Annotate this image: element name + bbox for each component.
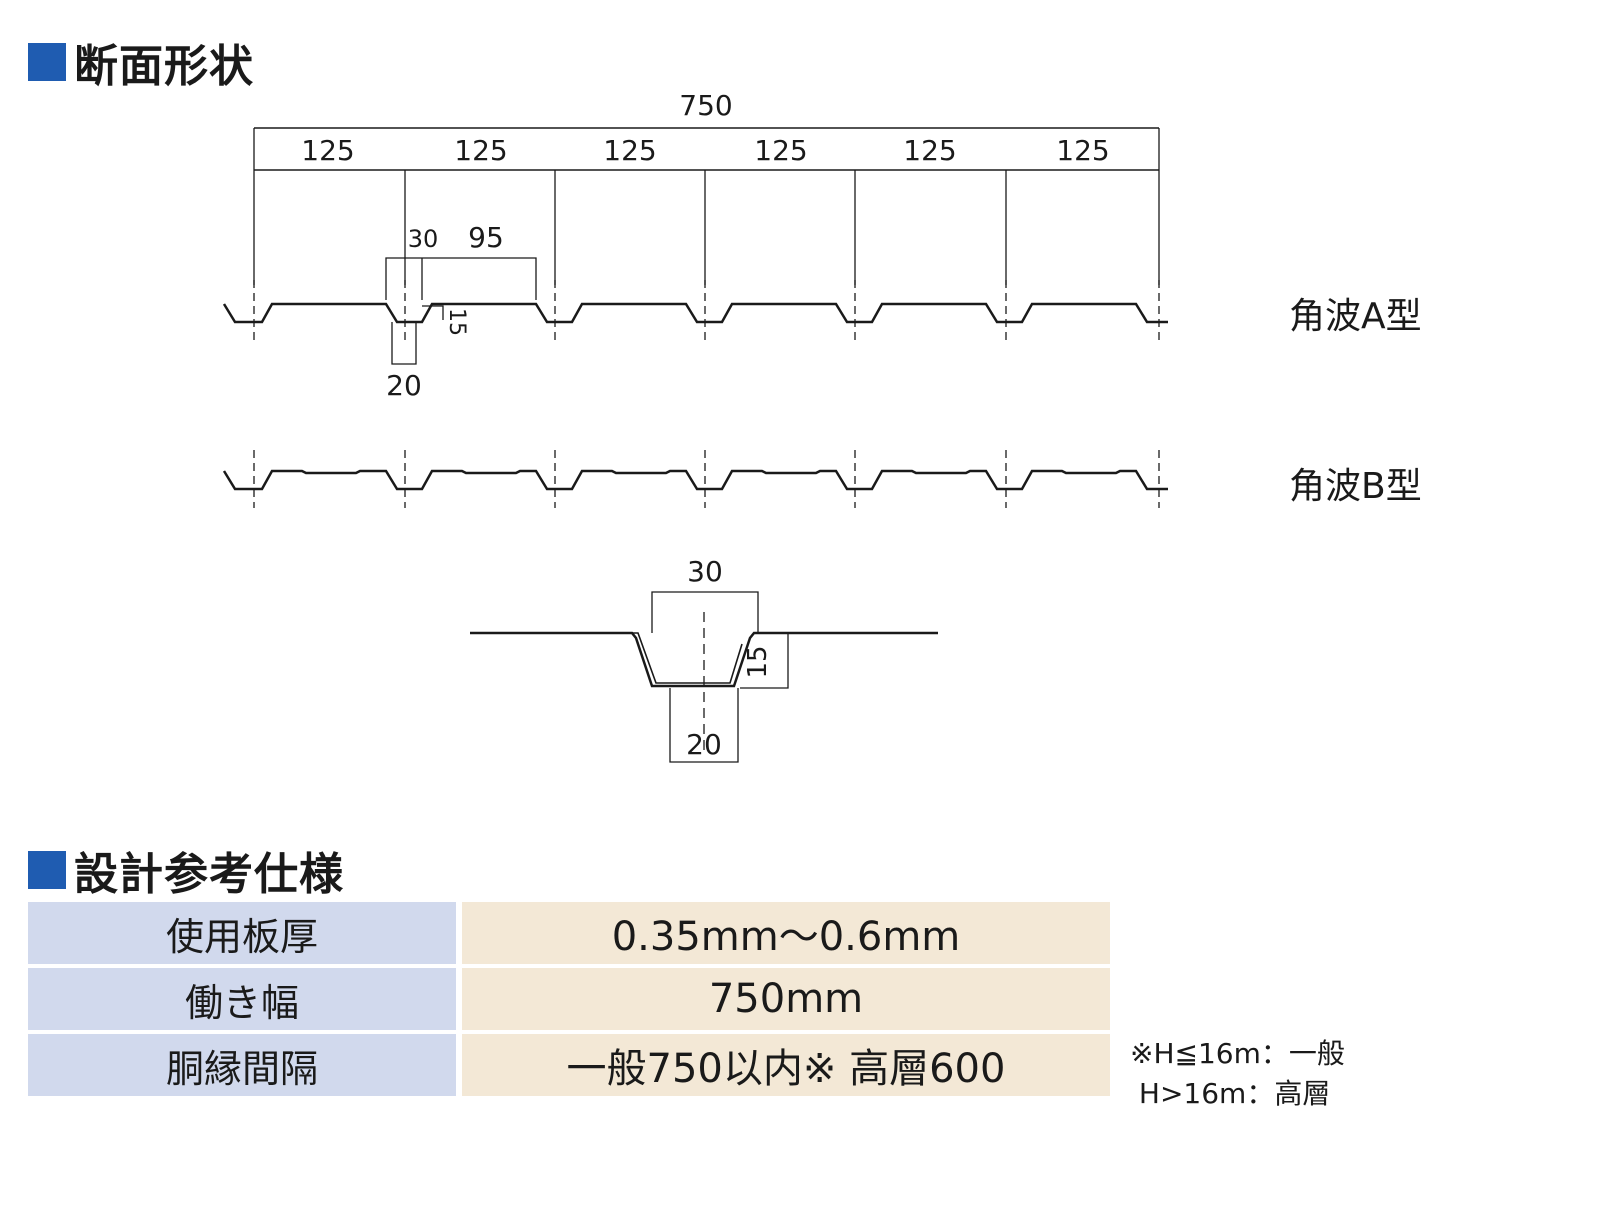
profile-a-centerlines bbox=[253, 280, 1160, 340]
spec-label-width: 働き幅 bbox=[28, 968, 456, 1030]
note-line-2: H>16m：高層 bbox=[1130, 1077, 1331, 1110]
cross-section-diagram: 750 125 125 125 125 125 125 30 95 15 20 … bbox=[222, 89, 1422, 763]
spec-title: 設計参考仕様 bbox=[74, 849, 344, 900]
flat-width-label: 95 bbox=[468, 221, 504, 254]
profile-b-centerlines bbox=[253, 450, 1160, 508]
table-row: 使用板厚 0.35mm～0.6mm bbox=[28, 902, 1110, 964]
profile-b-line bbox=[222, 469, 1168, 491]
pitch-label-2: 125 bbox=[454, 134, 507, 167]
table-row: 働き幅 750mm bbox=[28, 968, 1110, 1030]
dimension-box-30-95 bbox=[385, 257, 537, 365]
spec-value-spacing: 一般750以内※ 高層600 bbox=[462, 1034, 1110, 1096]
spec-label-thickness: 使用板厚 bbox=[28, 902, 456, 964]
pitch-label-4: 125 bbox=[754, 134, 807, 167]
bottom-width-label: 20 bbox=[386, 369, 422, 402]
spec-value-width: 750mm bbox=[462, 968, 1110, 1030]
pitch-extension-lines bbox=[253, 128, 1160, 285]
total-width-label: 750 bbox=[679, 89, 732, 122]
note-line-1: ※H≦16m：一般 bbox=[1130, 1037, 1345, 1070]
pitch-label-3: 125 bbox=[603, 134, 656, 167]
pitch-label-5: 125 bbox=[903, 134, 956, 167]
type-a-label: 角波A型 bbox=[1289, 296, 1422, 337]
spec-heading: 設計参考仕様 bbox=[28, 838, 344, 902]
table-row: 胴縁間隔 一般750以内※ 高層600 bbox=[28, 1034, 1110, 1096]
height-note: ※H≦16m：一般 H>16m：高層 bbox=[1130, 1034, 1345, 1114]
detail-top-width-label: 30 bbox=[687, 555, 723, 588]
spec-table: 使用板厚 0.35mm～0.6mm 働き幅 750mm 胴縁間隔 一般750以内… bbox=[28, 902, 1110, 1100]
pitch-label-1: 125 bbox=[301, 134, 354, 167]
cross-section-heading: 断面形状 bbox=[28, 30, 254, 94]
heading-square-icon bbox=[28, 43, 66, 81]
profile-a-line bbox=[222, 302, 1168, 324]
heading-square-icon bbox=[28, 851, 66, 889]
top-width-label: 30 bbox=[408, 225, 439, 253]
type-b-label: 角波B型 bbox=[1289, 466, 1422, 507]
cross-section-title: 断面形状 bbox=[74, 41, 254, 92]
overall-dimension bbox=[254, 127, 1159, 171]
depth-label: 15 bbox=[444, 308, 469, 336]
detail-profile bbox=[470, 591, 938, 763]
detail-bottom-width-label: 20 bbox=[686, 728, 722, 761]
detail-depth-label: 15 bbox=[743, 645, 773, 678]
spec-label-spacing: 胴縁間隔 bbox=[28, 1034, 456, 1096]
spec-value-thickness: 0.35mm～0.6mm bbox=[462, 902, 1110, 964]
pitch-label-6: 125 bbox=[1056, 134, 1109, 167]
